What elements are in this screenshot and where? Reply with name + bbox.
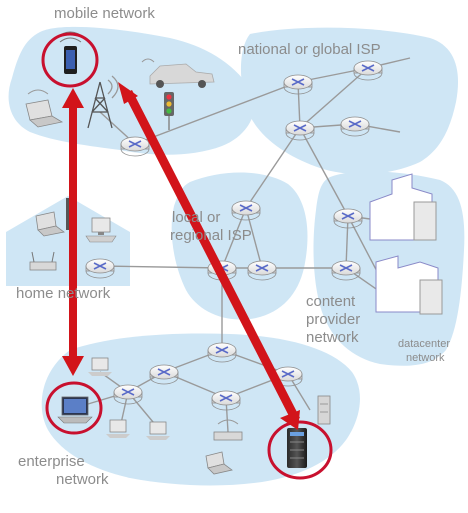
enterprise-network-region (41, 333, 360, 486)
highlight-circles (41, 32, 333, 480)
global-isp-region (240, 27, 459, 175)
link-global-content (299, 127, 349, 217)
label-regional-isp-line2: regional ISP (170, 227, 252, 244)
label-content-provider-line2: provider (306, 311, 361, 328)
router-enterprise-right (273, 366, 303, 387)
label-regional-isp-line1: local or (172, 209, 221, 226)
arrow-phone-desktop (62, 88, 84, 376)
laptop-icon (205, 451, 233, 475)
router-global-1 (283, 74, 313, 95)
link-global-2 (297, 81, 301, 129)
server-icon (317, 395, 331, 425)
router-enterprise-bottom (211, 390, 241, 411)
link-global-3 (299, 67, 369, 129)
highlight-server (267, 420, 333, 480)
label-home-network: home network (16, 285, 111, 302)
link-content-1 (345, 215, 349, 269)
link-global-regional (245, 127, 301, 209)
router-regional-right (247, 260, 277, 281)
desktop-computer-icon (57, 396, 93, 424)
router-content-2 (331, 260, 361, 281)
desktop-computer-icon (88, 357, 112, 376)
desktop-computer-icon (106, 419, 130, 438)
router-regional-top (231, 200, 261, 221)
router-home (85, 258, 115, 279)
desktop-computer-icon (146, 421, 170, 440)
label-global-isp: national or global ISP (238, 41, 381, 58)
link-home-regional (99, 265, 223, 269)
router-global-3 (285, 120, 315, 141)
wireless-router-icon (29, 251, 57, 271)
label-content-provider-line3: network (306, 329, 359, 346)
cell-tower-icon (87, 75, 119, 129)
router-global-4 (340, 116, 370, 137)
link-regional-2 (245, 207, 263, 269)
laptop-icon (25, 89, 64, 128)
router-content-1 (333, 208, 363, 229)
label-content-provider-line1: content (306, 293, 356, 310)
label-datacenter-line1: datacenter (398, 338, 450, 350)
router-enterprise-switch (113, 384, 143, 405)
communication-arrows (62, 82, 300, 430)
datacenter-building-icon (369, 173, 443, 315)
server-icon (287, 428, 307, 468)
label-datacenter-line2: network (406, 352, 445, 364)
link-mobile-global (134, 81, 299, 145)
router-enterprise-left (149, 364, 179, 385)
arrow-phone-server (118, 82, 300, 430)
router-global-2 (353, 60, 383, 81)
traffic-light-icon (164, 92, 174, 130)
link-regional-1 (221, 207, 247, 269)
label-enterprise-line2: network (56, 471, 109, 488)
router-mobile (120, 136, 150, 157)
highlight-enterprise-desktop (45, 381, 103, 435)
label-mobile-network: mobile network (54, 5, 155, 22)
wireless-router-icon (213, 419, 243, 441)
car-icon (141, 58, 215, 88)
router-enterprise-top (207, 342, 237, 363)
laptop-icon (35, 211, 65, 237)
regional-isp-region (171, 172, 308, 320)
label-enterprise-line1: enterprise (18, 453, 85, 470)
highlight-smartphone (41, 32, 99, 88)
